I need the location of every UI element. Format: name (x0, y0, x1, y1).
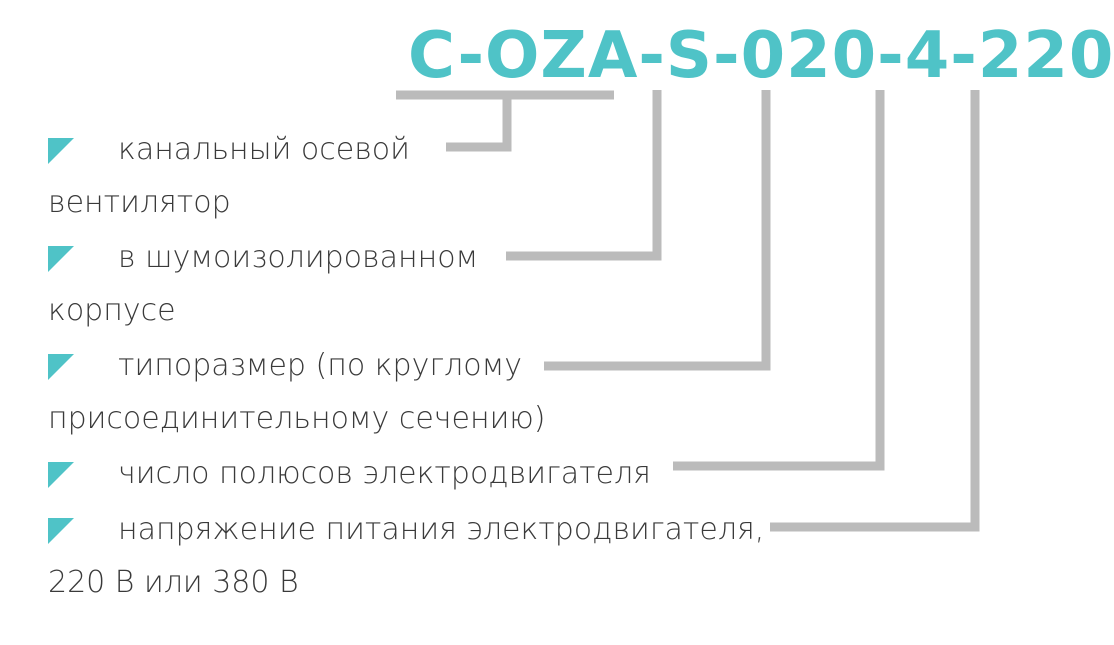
teal-triangle-icon (48, 354, 74, 380)
connector-2 (506, 90, 662, 261)
connector-4 (673, 90, 885, 471)
item-text: типоразмер (по круглому (118, 348, 522, 383)
item-text: канальный осевой (118, 132, 410, 167)
item-text: напряжение питания электродвигателя, (118, 512, 765, 547)
connector-3 (544, 90, 771, 371)
item-text: присоединительному сечению) (48, 401, 546, 436)
teal-triangle-icon (48, 138, 74, 164)
item-text: число полюсов электродвигателя (118, 456, 651, 491)
item-text: вентилятор (48, 185, 231, 220)
teal-triangle-icon (48, 246, 74, 272)
connector-lines (396, 90, 980, 532)
teal-triangle-icon (48, 518, 74, 544)
item-text: корпусе (48, 293, 176, 328)
connector-5 (770, 90, 980, 532)
teal-triangle-icon (48, 462, 74, 488)
item-text: в шумоизолированном (118, 240, 479, 275)
item-text: 220 В или 380 В (48, 565, 299, 600)
connector-1 (396, 90, 614, 152)
model-code: C-OZA-S-020-4-220 (408, 19, 1114, 93)
